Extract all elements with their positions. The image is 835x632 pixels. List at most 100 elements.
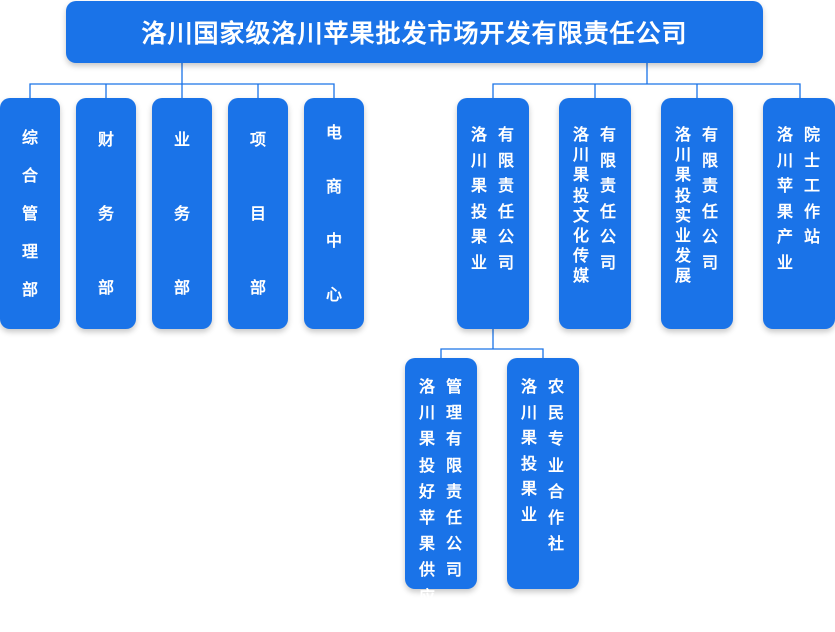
glyph: 媒 bbox=[572, 266, 589, 286]
glyph: 专 bbox=[547, 429, 564, 449]
glyph: 站 bbox=[803, 227, 820, 247]
glyph: 洛 bbox=[520, 377, 537, 396]
unit-box-supply-chain-management: 洛川果投好苹果供应链 管理有限责任公司 bbox=[405, 358, 477, 631]
subsidiary-box-guotou-industrial: 洛川果投实业发展 有限责任公司 bbox=[661, 98, 733, 329]
glyph: 投 bbox=[418, 455, 435, 475]
glyph: 合 bbox=[21, 165, 38, 185]
glyph: 管 bbox=[445, 377, 462, 396]
glyph: 司 bbox=[497, 252, 514, 272]
glyph: 果 bbox=[418, 429, 435, 449]
unit-box-farmers-cooperative: 洛川果投果业 农民专业合作社 bbox=[507, 358, 579, 589]
glyph: 理 bbox=[21, 241, 38, 261]
department-box-projects: 项目部 bbox=[228, 98, 288, 329]
glyph: 投 bbox=[674, 185, 691, 205]
glyph: 限 bbox=[497, 150, 514, 170]
glyph: 商 bbox=[325, 176, 342, 196]
connector-root-subsidiaries bbox=[492, 63, 801, 98]
subsidiary-name-line-1: 洛川果投实业发展 bbox=[671, 98, 695, 329]
glyph: 合 bbox=[547, 481, 564, 501]
unit-name-line-2: 管理有限责任公司 bbox=[442, 358, 466, 589]
glyph: 业 bbox=[547, 455, 564, 475]
glyph: 果 bbox=[572, 165, 589, 185]
glyph: 部 bbox=[97, 277, 114, 297]
glyph: 心 bbox=[325, 284, 342, 304]
glyph: 川 bbox=[674, 145, 691, 165]
glyph: 务 bbox=[173, 203, 190, 223]
department-box-general-management: 综合管理部 bbox=[0, 98, 60, 329]
glyph: 洛 bbox=[776, 125, 793, 144]
glyph: 公 bbox=[599, 227, 616, 247]
glyph: 责 bbox=[701, 176, 718, 196]
subsidiary-box-guotou-fruit: 洛川果投果业 有限责任公司 bbox=[457, 98, 529, 329]
glyph: 限 bbox=[701, 150, 718, 170]
glyph: 工 bbox=[803, 176, 820, 196]
glyph: 果 bbox=[520, 428, 537, 448]
glyph: 部 bbox=[249, 277, 266, 297]
company-title-box: 洛川国家级洛川苹果批发市场开发有限责任公司 bbox=[66, 1, 763, 63]
department-name: 综合管理部 bbox=[0, 98, 60, 329]
glyph: 川 bbox=[520, 402, 537, 422]
glyph: 部 bbox=[173, 277, 190, 297]
glyph: 果 bbox=[674, 165, 691, 185]
department-name: 项目部 bbox=[228, 98, 288, 329]
glyph: 士 bbox=[803, 150, 820, 170]
glyph: 果 bbox=[418, 534, 435, 554]
glyph: 有 bbox=[701, 125, 718, 144]
glyph: 责 bbox=[497, 176, 514, 196]
glyph: 财 bbox=[97, 129, 114, 149]
glyph: 化 bbox=[572, 225, 589, 245]
subsidiary-name-line-2: 院士工作站 bbox=[800, 98, 824, 329]
subsidiary-box-guotou-culture-media: 洛川果投文化传媒 有限责任公司 bbox=[559, 98, 631, 329]
glyph: 投 bbox=[572, 185, 589, 205]
glyph: 作 bbox=[547, 507, 564, 527]
glyph: 文 bbox=[572, 205, 589, 225]
glyph: 果 bbox=[776, 201, 793, 221]
glyph: 供 bbox=[418, 560, 435, 580]
glyph: 业 bbox=[173, 129, 190, 149]
unit-name-line-1: 洛川果投好苹果供应链 bbox=[415, 358, 439, 631]
glyph: 项 bbox=[249, 129, 266, 149]
glyph: 应 bbox=[418, 586, 435, 606]
glyph: 管 bbox=[21, 203, 38, 223]
glyph: 展 bbox=[674, 266, 691, 286]
subsidiary-name-line-1: 洛川苹果产业 bbox=[773, 98, 797, 329]
glyph: 川 bbox=[470, 150, 487, 170]
glyph: 任 bbox=[701, 201, 718, 221]
glyph: 苹 bbox=[776, 176, 793, 196]
glyph: 司 bbox=[599, 252, 616, 272]
glyph: 投 bbox=[470, 201, 487, 221]
department-name: 财务部 bbox=[76, 98, 136, 329]
glyph: 有 bbox=[599, 125, 616, 144]
subsidiary-name-line-1: 洛川果投果业 bbox=[467, 98, 491, 329]
glyph: 公 bbox=[497, 227, 514, 247]
glyph: 洛 bbox=[470, 125, 487, 144]
subsidiary-name-line-2: 有限责任公司 bbox=[494, 98, 518, 329]
glyph: 苹 bbox=[418, 507, 435, 527]
glyph: 农 bbox=[547, 377, 564, 396]
glyph: 洛 bbox=[418, 377, 435, 396]
department-box-business: 业务部 bbox=[152, 98, 212, 329]
unit-name-line-1: 洛川果投果业 bbox=[517, 358, 541, 589]
subsidiary-name-line-2: 有限责任公司 bbox=[698, 98, 722, 329]
connector-lines bbox=[29, 63, 801, 358]
glyph: 业 bbox=[674, 225, 691, 245]
glyph: 公 bbox=[701, 227, 718, 247]
subsidiary-name-line-2: 有限责任公司 bbox=[596, 98, 620, 329]
glyph: 发 bbox=[674, 246, 691, 266]
glyph: 社 bbox=[547, 534, 564, 554]
subsidiary-box-academician-workstation: 洛川苹果产业 院士工作站 bbox=[763, 98, 835, 329]
glyph: 有 bbox=[445, 429, 462, 449]
glyph: 洛 bbox=[572, 125, 589, 144]
glyph: 传 bbox=[572, 246, 589, 266]
department-name: 电商中心 bbox=[304, 98, 364, 329]
glyph: 责 bbox=[599, 176, 616, 196]
department-box-ecommerce-center: 电商中心 bbox=[304, 98, 364, 329]
glyph: 实 bbox=[674, 205, 691, 225]
glyph: 有 bbox=[497, 125, 514, 144]
glyph: 电 bbox=[325, 122, 342, 142]
glyph: 司 bbox=[445, 560, 462, 580]
connector-subsidiary-units bbox=[440, 328, 544, 358]
glyph: 公 bbox=[445, 534, 462, 554]
glyph: 好 bbox=[418, 481, 435, 501]
glyph: 责 bbox=[445, 481, 462, 501]
